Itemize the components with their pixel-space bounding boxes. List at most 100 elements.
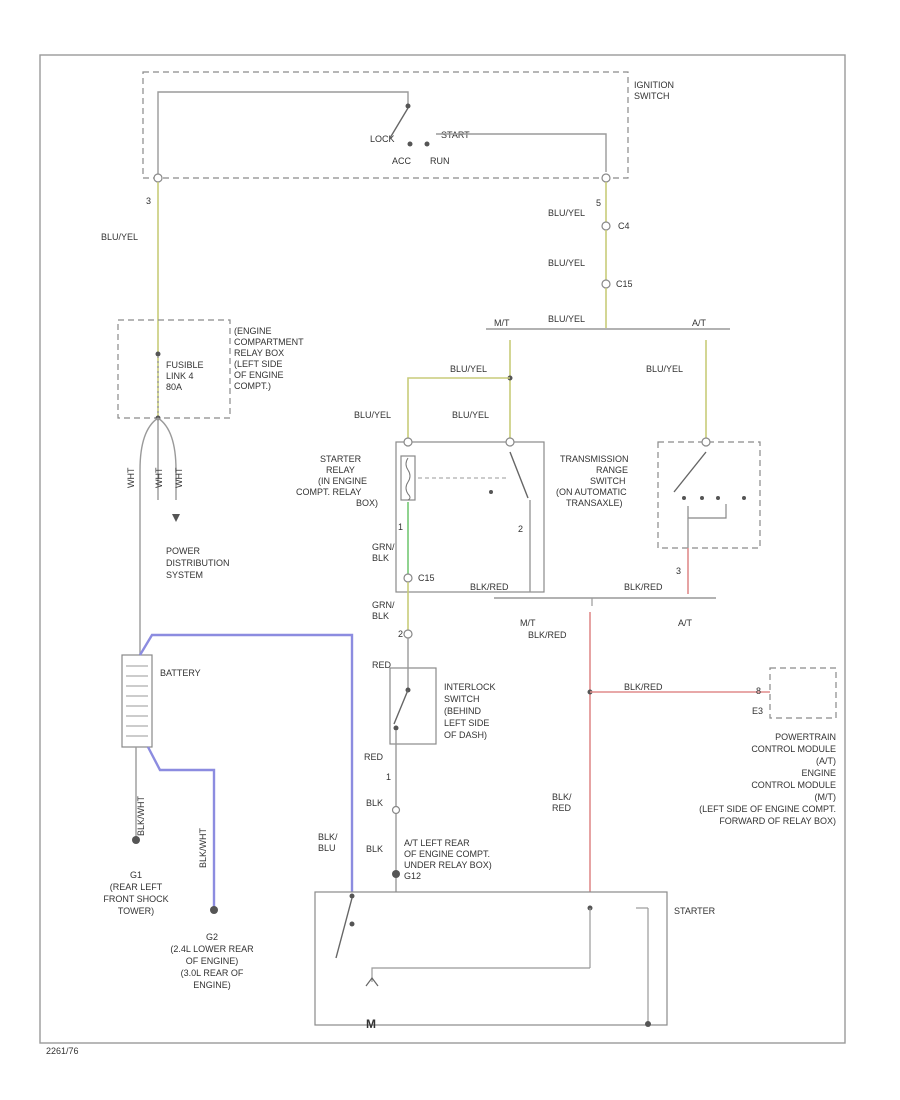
wire-label-blkred-mt: BLK/RED [470,582,509,592]
wire-label-bluyel-left: BLU/YEL [101,232,138,242]
trs-internal [687,504,727,519]
ignition-left-terminal [153,173,163,183]
connector-c4-label: C4 [618,221,630,231]
bus-bottom-mt-label: M/T [520,618,536,628]
wire-wht-bundle [139,417,177,655]
connector-c15-label-top: C15 [616,279,633,289]
wire-label-bluyel-6: BLU/YEL [452,410,489,420]
fusible-top-dot [155,351,161,357]
starter-ground-dot [645,1021,651,1027]
starter-relay-pin-2: 2 [518,524,523,534]
battery-body [121,654,153,748]
interlock-outline [389,667,437,745]
wire-label-bluyel-1: BLU/YEL [548,208,585,218]
trs-dot-2 [700,496,704,500]
ignition-lock-label: LOCK [370,134,395,144]
ignition-pole-dot [405,103,411,109]
ground-g2-dot [210,906,218,914]
wire-label-grnblk-1: GRN/BLK [372,542,395,563]
starter-solenoid-dot [349,921,355,927]
ignition-start-wire [436,133,607,172]
starter-plunger-wire [371,967,590,982]
ignition-switch-outline [142,71,629,179]
interlock-contact [393,689,409,725]
wire-battery-blue-top [138,633,354,892]
connector-c15-terminal-top [601,279,611,289]
wire-label-bluyel-7: BLU/YEL [646,364,683,374]
bus-top-mt-label: M/T [494,318,510,328]
bus-top-at-label: A/T [692,318,707,328]
ignition-acc-dot [407,141,413,147]
ignition-start-label: START [441,130,470,140]
wire-label-blkred-vertical: BLK/RED [552,792,572,813]
starter-motor-symbol: M [366,1017,376,1031]
trs-dot-3 [716,496,720,500]
interlock-bottom-dot [393,725,399,731]
starter-relay-terminal-left [403,437,413,447]
wire-label-red-bottom: RED [364,752,384,762]
wire-label-bluyel-5: BLU/YEL [354,410,391,420]
wire-label-blkred-at: BLK/RED [624,582,663,592]
wire-label-grnblk-2: GRN/BLK [372,600,395,621]
ground-at-dot [392,870,400,878]
trs-terminal-top [701,437,711,447]
wire-label-wht-1: WHT [126,467,136,488]
ignition-switch-contact [389,107,409,139]
starter-relay-contact [509,451,529,499]
wire-label-wht-3: WHT [174,467,184,488]
relay-box-outline [117,319,231,419]
ignition-acc-label: ACC [392,156,412,166]
starter-box [314,891,668,1026]
ground-g1-dot [132,836,140,844]
diagram-code: 2261/76 [46,1046,79,1056]
wire-label-wht-2: WHT [154,467,164,488]
wire-label-blkwht-g2: BLK/WHT [198,827,208,868]
wire-label-blkred-mid: BLK/RED [528,630,567,640]
wire-label-blkblu: BLK/BLU [318,832,338,853]
wire-mt-to-relay [407,377,510,438]
wire-label-blk-2: BLK [366,844,383,854]
starter-relay-box [395,441,545,593]
trs-outline [657,441,761,549]
trs-dot-4 [742,496,746,500]
starter-solenoid-contact [335,897,353,959]
wire-battery-blue-bottom [146,746,216,908]
wire-label-red-top: RED [372,660,392,670]
connector-c3-terminal [403,629,413,639]
trs-dot-1 [682,496,686,500]
connector-c2-terminal [391,805,401,815]
power-distribution-arrow [172,514,180,522]
wire-label-blkred-pcm: BLK/RED [624,682,663,692]
starter-plunger [365,977,379,987]
connector-c3-label: 2 [398,629,403,639]
starter-label: STARTER [674,906,716,916]
wire-label-bluyel-4: BLU/YEL [450,364,487,374]
interlock-pin-1: 1 [386,772,391,782]
wire-label-bluyel-3: BLU/YEL [548,314,585,324]
pcm-connector-e3: E3 [752,706,763,716]
starter-relay-coil-winding [405,457,411,501]
starter-terminal-left [349,893,355,899]
ignition-pin-3: 3 [146,196,151,206]
wire-label-bluyel-2: BLU/YEL [548,258,585,268]
ignition-run-dot [424,141,430,147]
battery-cells [126,665,148,737]
starter-relay-terminal-right [505,437,515,447]
ignition-right-terminal [601,173,611,183]
pcm-outline [769,667,837,719]
connector-c15-terminal-mid [403,573,413,583]
starter-relay-pin-1: 1 [398,522,403,532]
trs-contact [673,451,707,493]
connector-c15-label-mid: C15 [418,573,435,583]
